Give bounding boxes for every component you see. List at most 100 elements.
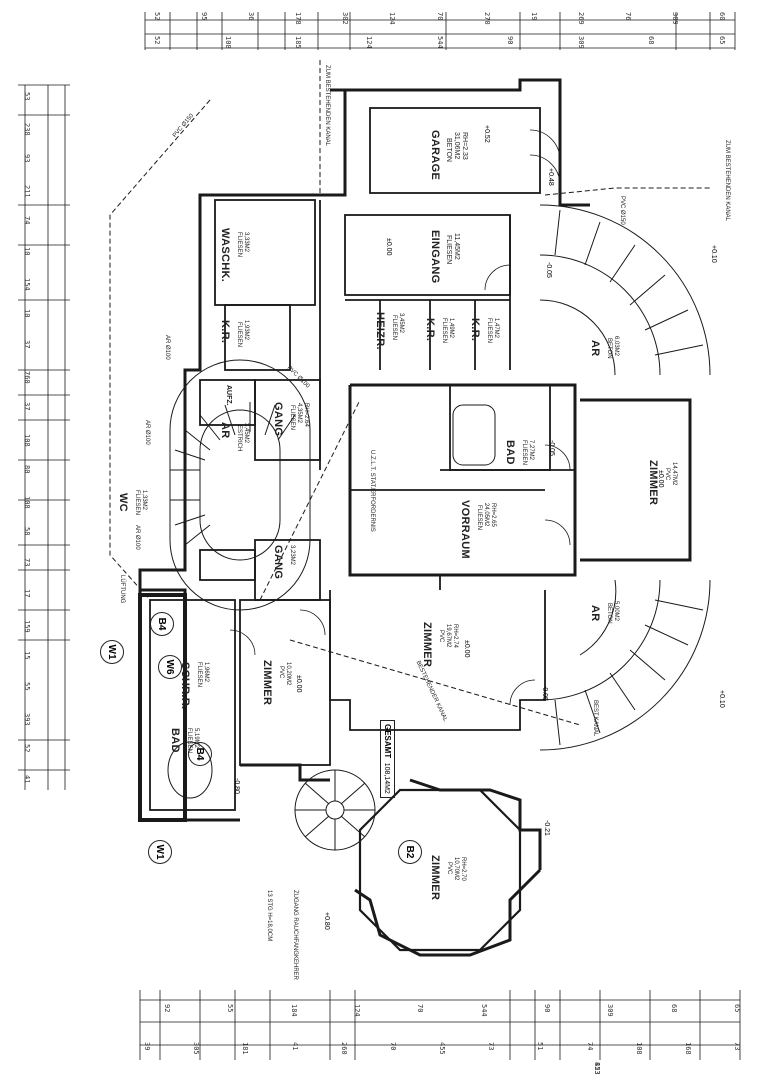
room-zimmer2-floor: PVC bbox=[438, 630, 444, 643]
note-ar100a: AR Ø100 bbox=[164, 335, 170, 360]
dimension-label: 73 bbox=[23, 557, 31, 567]
room-kr1-area: 1,49M2 bbox=[448, 318, 454, 339]
room-zimmer3-name: ZIMMER bbox=[261, 660, 273, 706]
dimension-label: 108 bbox=[23, 495, 31, 509]
room-eingang-name: EINGANG bbox=[429, 230, 441, 284]
level-garage-a: +0.52 bbox=[483, 125, 490, 143]
dimension-label: 15 bbox=[23, 650, 31, 660]
room-ar3-area: 3,45M2 bbox=[243, 423, 249, 444]
dimension-label: 184 bbox=[289, 1004, 298, 1017]
room-gang2-name: GANG bbox=[272, 545, 284, 580]
dimension-label: 76 bbox=[623, 12, 632, 21]
dimension-label: 185 bbox=[294, 36, 303, 49]
room-zimmer4-area: 10,70M2 bbox=[453, 857, 459, 881]
dimension-label: 178 bbox=[294, 12, 303, 25]
room-bad1-floor: FLIESEN bbox=[521, 440, 527, 466]
door-swings bbox=[229, 129, 571, 706]
dimension-label: 52 bbox=[153, 36, 161, 45]
gesamt-box: GESAMT 108,14M2 bbox=[380, 720, 395, 798]
dimension-label: 55 bbox=[226, 1004, 235, 1013]
dimension-label: 70 bbox=[388, 1042, 397, 1051]
room-zimmer1-floor: PVC bbox=[664, 468, 670, 481]
dimension-label: 269 bbox=[576, 12, 585, 25]
room-gang1-height: RH=2.64 bbox=[303, 403, 309, 427]
dimension-label: 544 bbox=[479, 1004, 488, 1017]
room-garage-name: GARAGE bbox=[429, 130, 441, 181]
stair-spiral-left bbox=[169, 359, 311, 611]
room-ar3-name: AR bbox=[219, 422, 231, 439]
dimension-label: 90 bbox=[506, 36, 515, 45]
level-zimmer2: ±0.00 bbox=[463, 640, 470, 658]
room-wc-floor: FLIESEN bbox=[134, 490, 140, 516]
room-vorraum-name: VORRAUM bbox=[459, 500, 471, 559]
dimension-label: 393 bbox=[23, 712, 31, 726]
level-zugang: +0.80 bbox=[323, 912, 330, 930]
room-zimmer2-height: RH=2.74 bbox=[452, 624, 458, 648]
room-ar2-floor: BETON bbox=[606, 603, 612, 624]
dimension-label: 302 bbox=[341, 12, 350, 25]
marker-b4-top: B4 bbox=[150, 612, 174, 636]
gesamt-label: GESAMT bbox=[383, 724, 392, 759]
dimension-label: 37 bbox=[23, 340, 31, 349]
dimension-label: 37 bbox=[23, 402, 31, 411]
dimension-lines-top bbox=[144, 12, 736, 50]
room-ar1-name: AR bbox=[589, 340, 601, 357]
dimension-label: 168 bbox=[683, 1042, 692, 1055]
dimension-label: 41 bbox=[23, 775, 31, 784]
dimension-label: 73 bbox=[487, 1042, 496, 1051]
level-bad2: -0.80 bbox=[233, 778, 240, 794]
dimension-label: 544 bbox=[435, 36, 444, 49]
dimension-label: 52 bbox=[153, 12, 161, 21]
dimension-label: 70 bbox=[416, 1004, 425, 1013]
dimension-label: 51 bbox=[536, 1042, 545, 1051]
hatched-wall bbox=[138, 593, 187, 822]
dimension-label: 305 bbox=[192, 1042, 201, 1055]
room-bad2-name: BAD bbox=[169, 728, 181, 753]
inner-walls bbox=[149, 107, 575, 811]
note-zugang: ZUGANG RAUCHFANGKEHRER bbox=[292, 890, 298, 981]
room-bad1-name: BAD bbox=[504, 440, 516, 465]
room-gang2-area: 3,23M2 bbox=[289, 545, 295, 566]
dimension-label: 65 bbox=[718, 36, 726, 45]
dimension-label: 124 bbox=[353, 1004, 361, 1017]
dimension-label: 10 bbox=[23, 309, 31, 318]
level-entry-b: -0.05 bbox=[541, 685, 548, 701]
room-zimmer2-name: ZIMMER bbox=[421, 622, 433, 668]
stair-spiral-bottom bbox=[294, 769, 376, 851]
room-waschk-name: WASCHK. bbox=[219, 228, 231, 283]
level-bad1: -0.05 bbox=[548, 440, 555, 456]
marker-b2: B2 bbox=[398, 840, 422, 864]
stair-curved-right-top bbox=[539, 204, 711, 376]
dimension-label: 36 bbox=[247, 12, 256, 21]
dimension-label: 455 bbox=[438, 1042, 446, 1055]
dimension-label: 108 bbox=[23, 433, 31, 447]
level-entry-a: -0.05 bbox=[545, 262, 552, 278]
room-kr2-floor: FLIESEN bbox=[486, 318, 492, 344]
room-ar1-floor: BETON bbox=[606, 338, 612, 359]
room-ar2-area: 5,00M2 bbox=[613, 601, 619, 622]
room-garage-area: 31,06M2 bbox=[453, 132, 460, 160]
dimension-label: 58 bbox=[23, 526, 31, 536]
dimension-label: 74 bbox=[23, 216, 31, 225]
dimension-label: 154 bbox=[23, 278, 31, 291]
room-vorraum-height: RH=2.65 bbox=[490, 503, 496, 527]
room-ar3-floor: ESTRICH bbox=[236, 425, 242, 452]
note-pvc2: PVC Ø150 bbox=[619, 196, 625, 225]
room-eingang-area: 11,45M2 bbox=[453, 233, 460, 260]
room-wc-area: 1,33M2 bbox=[141, 490, 147, 511]
room-zimmer3-area: 10,20M2 bbox=[285, 662, 291, 686]
marker-w1-bottom: W1 bbox=[148, 840, 172, 864]
room-zimmer3-floor: PVC bbox=[278, 666, 284, 679]
room-aufz-name: AUFZ. bbox=[225, 385, 232, 406]
room-garage-height: RH=2.33 bbox=[461, 132, 468, 160]
dimension-label: 124 bbox=[364, 36, 373, 49]
room-zimmer4-name: ZIMMER bbox=[429, 855, 441, 901]
room-zimmer4-height: RH=2.70 bbox=[460, 857, 466, 881]
room-heizr-floor: FLIESEN bbox=[391, 315, 397, 341]
dimension-label: 238 bbox=[23, 123, 31, 136]
note-kanal-right: ZUM BESTEHENDEN KANAL bbox=[724, 140, 730, 222]
dimension-label: 260 bbox=[339, 1042, 348, 1055]
room-ar2-name: AR bbox=[589, 605, 601, 622]
note-ar100b: AR Ø100 bbox=[144, 420, 150, 445]
dimension-label: 108 bbox=[634, 1042, 643, 1055]
